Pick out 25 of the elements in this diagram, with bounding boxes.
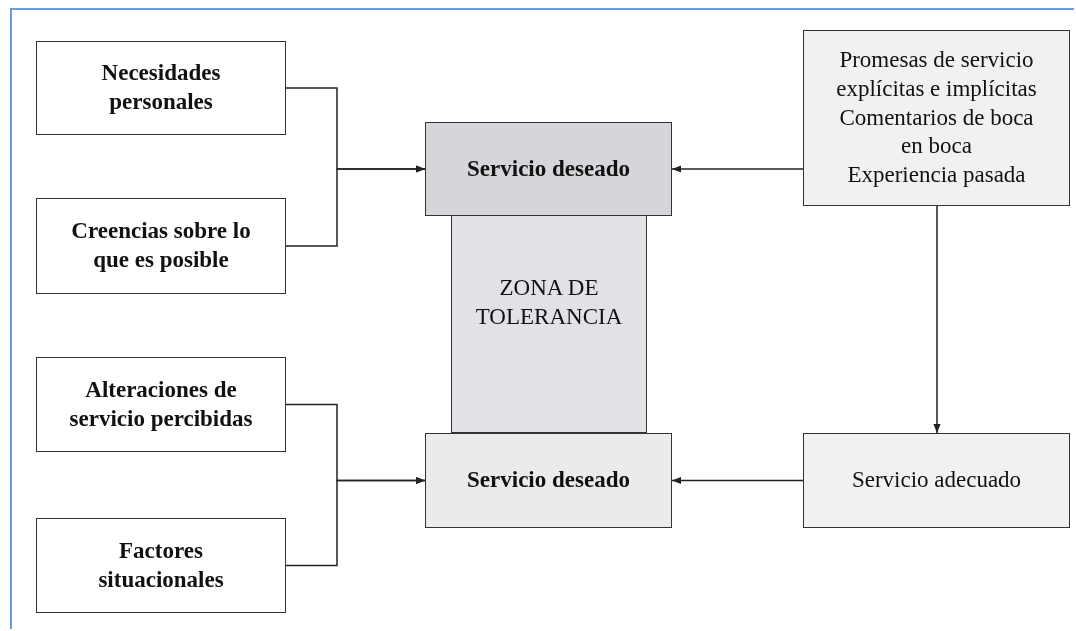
service-box (803, 433, 1070, 528)
service-box (425, 433, 672, 528)
factor-box (36, 357, 286, 452)
box-label: Experiencia pasada (847, 161, 1026, 190)
box-label: Necesidades personales (100, 59, 222, 116)
tolerance-zone-box (451, 215, 647, 433)
arrow (285, 476, 426, 567)
factor-box (36, 41, 286, 135)
arrow (285, 165, 426, 247)
zone-label: ZONA DE TOLERANCIA (474, 274, 624, 331)
factor-box (36, 518, 286, 613)
factor-box (36, 198, 286, 294)
box-label: Promesas de servicio explícitas e implícitas (835, 46, 1038, 103)
box-label: Alteraciones de servicio percibidas (68, 375, 254, 433)
arrow (933, 205, 941, 434)
box-label: Comentarios de boca en boca (838, 103, 1035, 161)
arrow (671, 476, 804, 485)
box-label: Servicio adecuado (851, 466, 1022, 495)
box-label: Factores situacionales (97, 536, 225, 594)
box-label: Servicio deseado (467, 466, 630, 495)
service-box (425, 122, 672, 216)
box-label: Creencias sobre lo que es posible (70, 217, 252, 274)
box-label: Servicio deseado (467, 154, 630, 183)
arrow (671, 165, 804, 173)
factor-box (803, 30, 1070, 206)
